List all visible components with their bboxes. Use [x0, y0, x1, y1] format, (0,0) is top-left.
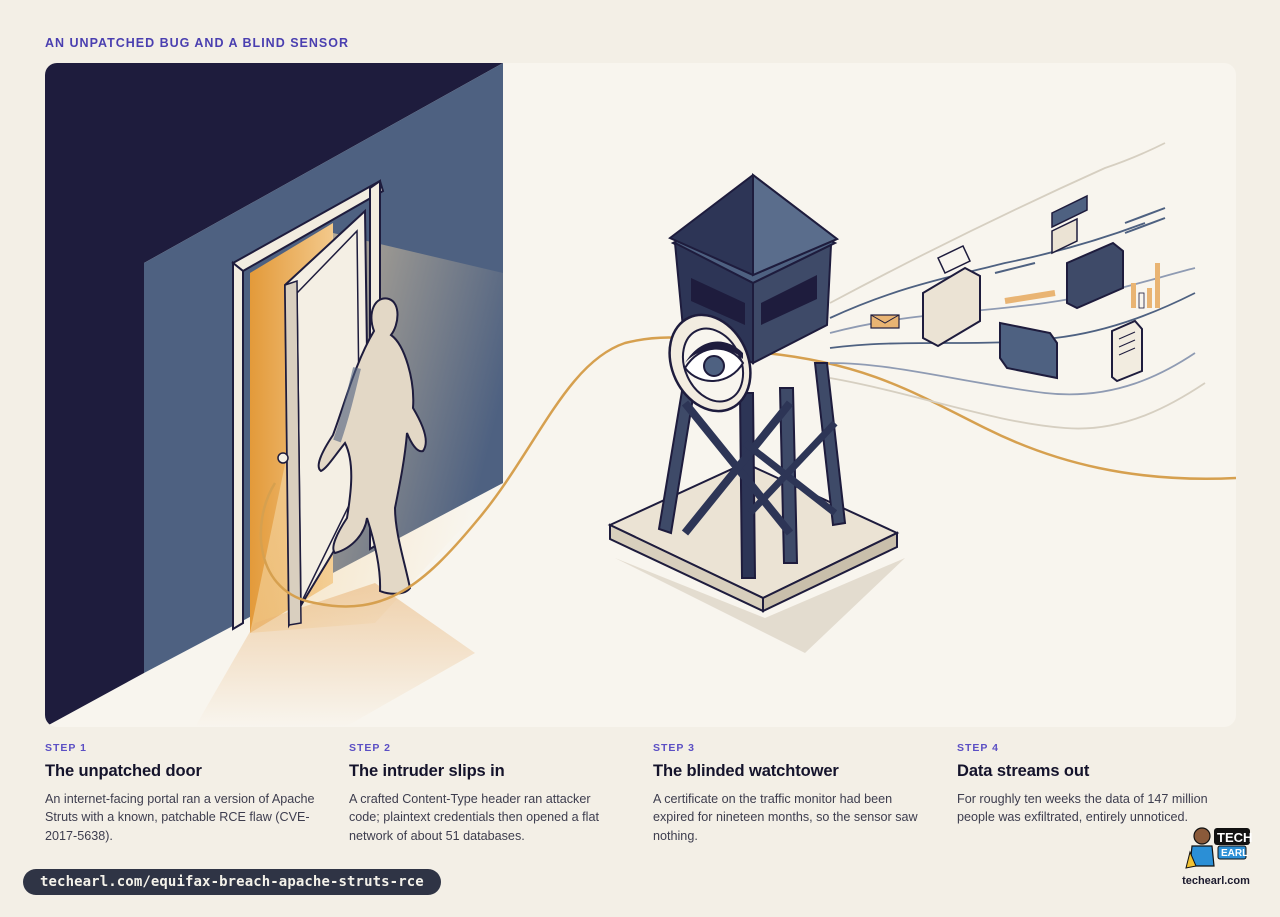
step-body: For roughly ten weeks the data of 147 mi… [957, 792, 1208, 825]
envelope-icon [870, 314, 900, 329]
step-number: STEP 3 [653, 742, 695, 754]
stream-strokes [994, 207, 1166, 304]
bar-chart-icon [1131, 263, 1160, 309]
source-url-link[interactable]: techearl.com/equifax-breach-apache-strut… [23, 869, 441, 895]
data-streams [829, 142, 1206, 430]
step-number: STEP 4 [957, 742, 999, 754]
step-title: Data streams out [957, 762, 1090, 780]
step-title: The intruder slips in [349, 762, 505, 780]
step-title: The unpatched door [45, 762, 202, 780]
hero-illustration [45, 63, 1236, 727]
svg-text:TECH: TECH [1217, 830, 1252, 845]
step-card-3: STEP 3 The blinded watchtower A certific… [653, 742, 923, 845]
network-cable [259, 336, 1236, 608]
step-card-4: STEP 4 Data streams out For roughly ten … [957, 742, 1227, 827]
step-body: A crafted Content-Type header ran attack… [349, 792, 599, 843]
wall-scene [45, 63, 503, 727]
brand-domain-link[interactable]: techearl.com [1182, 875, 1250, 887]
brand-block: TECH EARL techearl.com [1172, 822, 1262, 892]
eye-icon [668, 313, 752, 413]
watchtower-icon [607, 172, 905, 653]
brand-mascot-logo: TECH EARL [1185, 827, 1252, 869]
step-card-2: STEP 2 The intruder slips in A crafted C… [349, 742, 619, 845]
step-number: STEP 2 [349, 742, 391, 754]
svg-text:EARL: EARL [1221, 848, 1248, 859]
step-card-1: STEP 1 The unpatched door An internet-fa… [45, 742, 315, 845]
step-title: The blinded watchtower [653, 762, 839, 780]
step-number: STEP 1 [45, 742, 87, 754]
page-eyebrow: AN UNPATCHED BUG AND A BLIND SENSOR [45, 36, 349, 50]
step-body: An internet-facing portal ran a version … [45, 792, 315, 843]
folder-icon [922, 241, 1124, 380]
step-body: A certificate on the traffic monitor had… [653, 792, 918, 843]
document-icon [1051, 194, 1143, 383]
